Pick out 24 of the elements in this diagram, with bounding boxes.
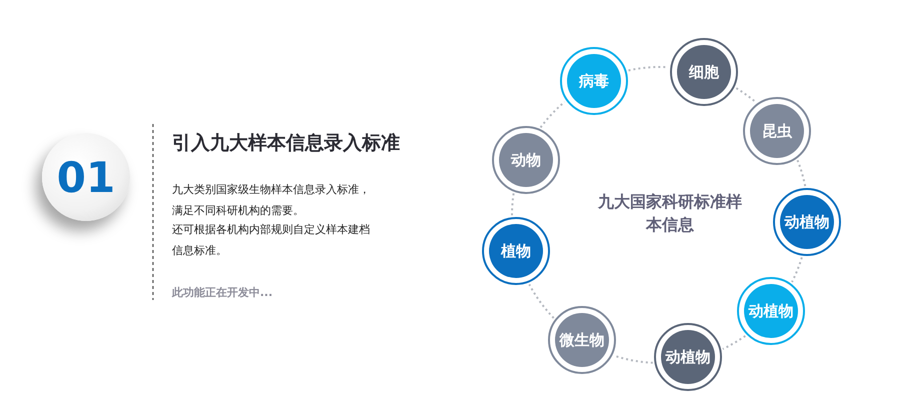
category-circle: 细胞 [670, 38, 738, 106]
dotted-connector [614, 354, 653, 364]
category-circle: 动植物 [773, 188, 841, 256]
heading: 引入九大样本信息录入标准 [172, 131, 401, 156]
dotted-connector [528, 284, 554, 319]
dotted-connector [628, 66, 668, 72]
center-caption: 九大国家科研标准样本信息 [598, 191, 742, 236]
dotted-connector [540, 101, 566, 128]
category-circle: 动植物 [654, 323, 722, 391]
dotted-connector [791, 257, 803, 282]
category-circle: 病毒 [560, 47, 628, 115]
dotted-connector [722, 335, 746, 350]
number-badge: 01 [42, 133, 130, 221]
dotted-connector [511, 193, 515, 216]
dotted-connector [796, 160, 806, 186]
description-text: 还可根据各机构内部规则自定义样本建档信息标准。 [172, 222, 371, 259]
status-note: 此功能正在开发中... [172, 285, 274, 301]
category-circle: 动物 [492, 126, 560, 194]
category-circle: 植物 [482, 217, 550, 285]
dotted-connector [736, 87, 757, 104]
category-circle: 动植物 [737, 277, 805, 345]
description-text: 九大类别国家级生物样本信息录入标准，满足不同科研机构的需要。 [172, 182, 371, 219]
category-circle: 微生物 [548, 306, 616, 374]
category-circle: 昆虫 [743, 97, 811, 165]
